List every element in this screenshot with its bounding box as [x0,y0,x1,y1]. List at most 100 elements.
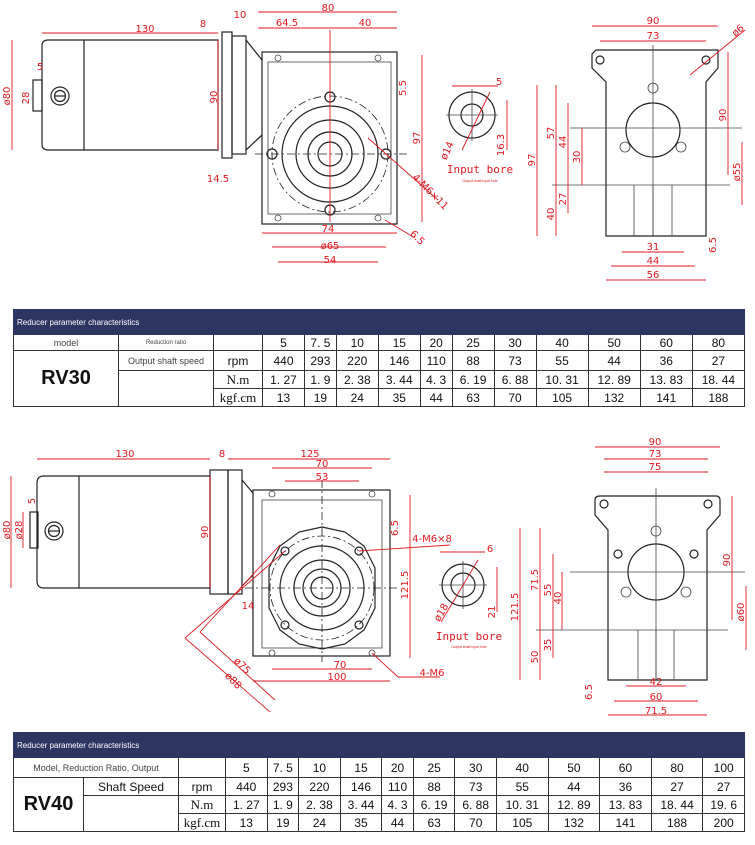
nm-cell: 12. 89 [547,795,601,814]
unit-rpm: rpm [213,350,263,371]
dim-label: 10 [234,10,247,21]
rpm-cell: 146 [339,777,383,796]
dim-label: 90 [649,437,662,448]
rv40-dimension-lines: 130 8 125 70 53 ø80 ø28 5 90 6.5 4-M6×8 … [2,449,452,713]
ratio-cell: 15 [339,757,383,778]
dim-label: 27 [558,193,569,206]
dim-label: 40 [553,592,564,605]
dim-label: 90 [722,554,733,567]
nm-cell: 6. 88 [493,370,537,389]
dim-label: 130 [135,24,154,35]
nm-cell: 3. 44 [339,795,383,814]
input-bore-sublabel: Output shaft input hole [462,179,497,183]
kgfcm-cell: 188 [650,813,704,832]
dim-label: 6.5 [584,684,595,700]
dim-label: 121.5 [510,593,521,622]
kgfcm-cell: 44 [381,813,414,832]
kgfcm-cell: 63 [451,388,495,407]
rpm-cell: 44 [587,350,641,371]
rpm-cell: 88 [412,777,456,796]
dim-label: 90 [647,16,660,27]
rpm-cell: 220 [298,777,341,796]
ratio-cell: 5 [262,334,305,351]
ratio-cell: 80 [650,757,704,778]
dim-label: 125 [300,449,319,460]
dim-label: 44 [647,256,660,267]
nm-cell: 6. 88 [454,795,497,814]
nm-cell: 1. 9 [266,795,300,814]
model-label: model [13,334,119,351]
dim-label: ø18 [432,602,451,624]
ratio-cell: 20 [419,334,453,351]
speed-label: Output shaft speed [118,350,214,371]
kgfcm-cell: 24 [298,813,341,832]
dim-label: 97 [527,154,538,167]
rv40-input-bore: 6 ø18 21 Input bore Output shaft input h… [432,544,502,649]
rv40-drawing: 130 8 125 70 53 ø80 ø28 5 90 6.5 4-M6×8 … [2,437,747,717]
dim-label: 121.5 [400,571,411,600]
nm-cell: 10. 31 [535,370,589,389]
dim-label: 5 [27,498,38,504]
dim-label: 56 [647,270,660,281]
rpm-cell: 110 [381,777,414,796]
ratio-cell: 40 [535,334,589,351]
dim-label: 6.5 [708,237,719,253]
dim-label: 70 [316,459,329,470]
dim-label: 90 [200,526,211,539]
kgfcm-cell: 70 [454,813,497,832]
rpm-cell: 27 [702,777,745,796]
kgfcm-cell: 19 [303,388,337,407]
unit-kgfcm: kgf.cm [178,813,226,832]
unit-rpm: rpm [178,777,226,796]
input-bore-sublabel: Output shaft input hole [451,645,486,649]
kgfcm-cell: 63 [412,813,456,832]
nm-cell: 18. 44 [691,370,746,389]
ratio-cell: 25 [412,757,456,778]
dim-label: 55 [543,584,554,597]
dim-label: 16.3 [496,134,507,156]
ratio-cell: 80 [691,334,746,351]
dim-label: ø88 [222,671,243,692]
dim-label: ø80 [2,521,13,540]
kgfcm-cell: 132 [547,813,601,832]
rv30-spec-table: Reducer parameter characteristics model … [13,309,746,407]
ratio-cell: 10 [298,757,341,778]
ratio-cell: 100 [702,757,745,778]
dim-label: 42 [650,677,663,688]
ratio-cell: 30 [454,757,497,778]
kgfcm-cell: 13 [262,388,305,407]
rpm-cell: 27 [650,777,704,796]
dim-label: 4-M6 [420,668,445,679]
dim-label: 14.5 [207,174,229,185]
dim-label: 80 [322,3,335,14]
rpm-cell: 73 [493,350,537,371]
model-name: RV40 [13,777,84,832]
dim-label: 30 [572,151,583,164]
model-name: RV30 [13,350,119,407]
nm-cell: 3. 44 [377,370,421,389]
ratio-cell: 60 [599,757,652,778]
dim-label: 21 [487,606,498,619]
dim-label: 74 [322,224,335,235]
rpm-cell: 440 [262,350,305,371]
rpm-cell: 220 [335,350,379,371]
rv30-input-bore: 5 ø14 16.3 Input bore Output shaft input… [439,77,513,183]
nm-cell: 19. 6 [702,795,745,814]
nm-cell: 2. 38 [335,370,379,389]
dim-label: 40 [359,18,372,29]
nm-cell: 6. 19 [451,370,495,389]
kgfcm-cell: 13 [225,813,268,832]
kgfcm-cell: 70 [493,388,537,407]
ratio-cell: 40 [495,757,549,778]
rpm-cell: 88 [451,350,495,371]
dim-label: 28 [21,92,32,105]
unit-kgfcm: kgf.cm [213,388,263,407]
dim-label: ø60 [736,603,747,622]
kgfcm-cell: 24 [335,388,379,407]
dim-label: 90 [718,109,729,122]
nm-cell: 13. 83 [639,370,693,389]
rpm-cell: 293 [303,350,337,371]
rpm-cell: 36 [599,777,652,796]
dim-label: 8 [200,19,206,30]
dim-label: 54 [324,255,337,266]
